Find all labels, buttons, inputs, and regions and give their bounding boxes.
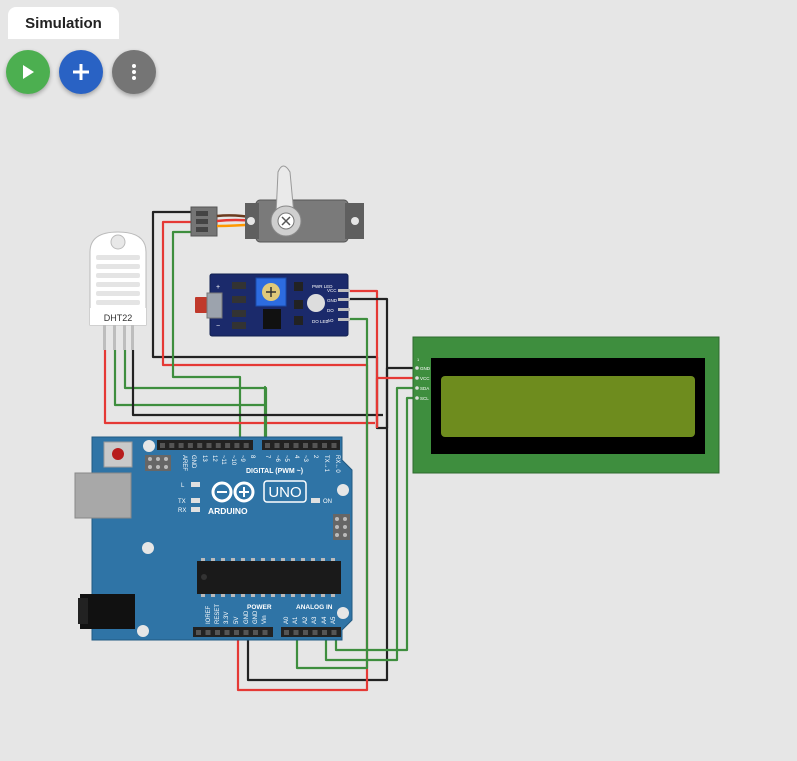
power-pin-label: RESET — [215, 604, 221, 624]
power-header-label: POWER — [247, 604, 272, 611]
ldr-pin-gnd: GND — [327, 298, 338, 303]
digital-pin-label: ~6 — [274, 455, 280, 463]
power-pin-label: IOREF — [206, 605, 212, 624]
wire-dht-sda[interactable] — [123, 350, 268, 445]
ldr-plus-label: + — [216, 284, 220, 291]
add-part-button[interactable] — [59, 50, 103, 94]
led-tx-label: TX — [178, 499, 186, 505]
lcd-display[interactable]: 1 GND VCC SDA SCL — [412, 336, 720, 474]
lcd-pin-sda: SDA — [420, 386, 429, 391]
wire-ldr-ao[interactable] — [295, 317, 369, 670]
dht22-sensor[interactable]: DHT22 — [89, 231, 147, 350]
lcd-pin-scl: SCL — [420, 396, 429, 401]
digital-pin-label: 2 — [312, 455, 318, 459]
wire-lcd-scl[interactable] — [334, 396, 417, 652]
digital-pin-label: 12 — [211, 455, 217, 462]
power-pin-label: Vin — [262, 615, 268, 624]
lcd-pin-1: 1 — [417, 357, 420, 362]
more-vertical-icon — [132, 64, 136, 80]
digital-pin-label: RX←0 — [334, 455, 340, 473]
servo-motor[interactable] — [190, 165, 364, 243]
arduino-brand-label: ARDUINO — [208, 506, 248, 516]
led-l-label: L — [181, 483, 185, 489]
wire-ldr-vcc[interactable] — [350, 289, 379, 428]
led-on-label: ON — [323, 499, 332, 505]
digital-pin-label: ~3 — [302, 455, 308, 463]
digital-pin-label: ~9 — [239, 455, 245, 463]
power-pin-label: 3.3V — [224, 612, 230, 624]
analog-header-label: ANALOG IN — [296, 604, 333, 611]
digital-pin-label: 7 — [264, 455, 270, 459]
wire-dht-vcc[interactable] — [103, 350, 375, 425]
lcd-pin-gnd: GND — [420, 366, 431, 371]
photoresistor-module[interactable]: + − PWR LED DO LED VCC GND DO AO — [195, 273, 350, 337]
arduino-model-label: UNO — [268, 484, 301, 501]
ldr-led1-label: PWR LED — [312, 284, 333, 289]
analog-pin-label: A0 — [284, 616, 290, 624]
analog-pin-label: A4 — [322, 616, 328, 624]
power-pin-label: 5V — [234, 617, 240, 624]
power-pin-label: GND — [253, 610, 259, 624]
more-options-button[interactable] — [112, 50, 156, 94]
wire-servo-signal[interactable] — [171, 230, 242, 445]
arduino-logo — [211, 481, 255, 503]
digital-pin-label: 8 — [249, 455, 255, 459]
digital-pin-label: 4 — [293, 455, 299, 459]
analog-pin-label: A2 — [303, 616, 309, 624]
analog-pin-label: A5 — [331, 616, 337, 624]
digital-pin-label: ~5 — [283, 455, 289, 463]
tab-label: Simulation — [25, 14, 102, 32]
ldr-led2-label: DO LED — [312, 319, 330, 324]
analog-pin-label: A1 — [293, 616, 299, 624]
ldr-pin-ao: AO — [327, 318, 334, 323]
lcd-pin-vcc: VCC — [420, 376, 430, 381]
digital-pin-label: ~11 — [220, 455, 226, 465]
digital-pin-label: GND — [190, 455, 196, 469]
play-icon — [23, 65, 34, 79]
power-pin-label: GND — [244, 610, 250, 624]
dht22-label: DHT22 — [104, 313, 133, 323]
analog-pin-label: A3 — [312, 616, 318, 624]
digital-pin-label: ~10 — [230, 455, 236, 466]
wire-lcd-gnd[interactable] — [385, 366, 417, 428]
play-button[interactable] — [6, 50, 50, 94]
ldr-pin-do: DO — [327, 308, 334, 313]
digital-pin-label: AREF — [181, 455, 187, 471]
ldr-pin-vcc: VCC — [327, 288, 337, 293]
digital-pin-label: 13 — [201, 455, 207, 462]
digital-header-label: DIGITAL (PWM ~) — [246, 468, 303, 475]
wires — [103, 210, 417, 692]
ldr-minus-label: − — [216, 323, 220, 330]
plus-icon — [73, 64, 89, 80]
wire-lcd-vcc[interactable] — [375, 376, 417, 428]
tab-simulation[interactable]: Simulation — [8, 7, 119, 39]
wire-lcd-sda[interactable] — [324, 386, 417, 662]
led-rx-label: RX — [178, 508, 186, 514]
digital-pin-label: TX→1 — [323, 455, 329, 473]
wire-dht-gnd[interactable] — [131, 350, 383, 417]
